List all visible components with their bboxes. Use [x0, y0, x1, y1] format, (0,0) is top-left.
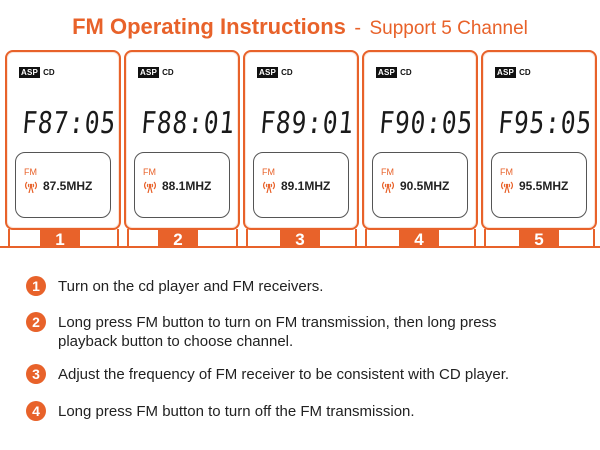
frequency-value: 88.1MHZ [162, 179, 212, 193]
timeline-tick [8, 229, 10, 247]
asp-badge: ASP [376, 67, 398, 78]
channel-number-tab: 3 [280, 229, 320, 249]
cd-badge: CD [43, 68, 55, 77]
lcd-display: F90:05 [377, 106, 475, 141]
frequency-value: 89.1MHZ [281, 179, 331, 193]
display-panel: ASP CD F95:05 FM 95.5MHZ [481, 50, 597, 230]
antenna-icon [263, 181, 275, 193]
display-panels: ASP CD F87:05 FM 87.5MHZ ASP CD F88:01 F… [0, 50, 600, 250]
asp-badge: ASP [257, 67, 279, 78]
fm-label: FM [500, 167, 513, 177]
frequency-value: 87.5MHZ [43, 179, 93, 193]
asp-cd-badge: ASP CD [495, 67, 531, 78]
title-separator: - [354, 17, 361, 39]
fm-receiver-box: FM 87.5MHZ [15, 152, 111, 218]
channel-number-tab: 2 [158, 229, 198, 249]
step-number-circle: 3 [26, 364, 46, 384]
timeline-tick [474, 229, 476, 247]
frequency-value: 90.5MHZ [400, 179, 450, 193]
antenna-icon [25, 181, 37, 193]
page-title: FM Operating Instructions - Support 5 Ch… [0, 12, 600, 45]
asp-cd-badge: ASP CD [138, 67, 174, 78]
display-panel: ASP CD F87:05 FM 87.5MHZ [5, 50, 121, 230]
channel-number-tab: 5 [519, 229, 559, 249]
fm-receiver-box: FM 88.1MHZ [134, 152, 230, 218]
fm-label: FM [381, 167, 394, 177]
channel-number-tab: 1 [40, 229, 80, 249]
cd-badge: CD [281, 68, 293, 77]
timeline-tick [593, 229, 595, 247]
asp-cd-badge: ASP CD [376, 67, 412, 78]
display-panel: ASP CD F88:01 FM 88.1MHZ [124, 50, 240, 230]
step-text: Long press FM button to turn off the FM … [58, 403, 415, 420]
title-subtitle: Support 5 Channel [369, 18, 528, 39]
fm-label: FM [143, 167, 156, 177]
title-main: FM Operating Instructions [72, 14, 346, 39]
fm-receiver-box: FM 90.5MHZ [372, 152, 468, 218]
timeline-tick [365, 229, 367, 247]
fm-label: FM [24, 167, 37, 177]
cd-badge: CD [162, 68, 174, 77]
asp-cd-badge: ASP CD [257, 67, 293, 78]
step-number-circle: 4 [26, 401, 46, 421]
lcd-display: F95:05 [496, 106, 594, 141]
display-panel: ASP CD F90:05 FM 90.5MHZ [362, 50, 478, 230]
fm-receiver-box: FM 95.5MHZ [491, 152, 587, 218]
step-text: Long press FM button to turn on FM trans… [58, 314, 497, 350]
channel-number-tab: 4 [399, 229, 439, 249]
lcd-display: F87:05 [20, 106, 118, 141]
cd-badge: CD [400, 68, 412, 77]
asp-badge: ASP [19, 67, 41, 78]
timeline-tick [484, 229, 486, 247]
asp-badge: ASP [495, 67, 517, 78]
antenna-icon [501, 181, 513, 193]
antenna-icon [144, 181, 156, 193]
asp-badge: ASP [138, 67, 160, 78]
step-text: Turn on the cd player and FM receivers. [58, 278, 324, 295]
timeline-tick [355, 229, 357, 247]
timeline-tick [117, 229, 119, 247]
cd-badge: CD [519, 68, 531, 77]
lcd-display: F89:01 [258, 106, 356, 141]
timeline-tick [236, 229, 238, 247]
display-panel: ASP CD F89:01 FM 89.1MHZ [243, 50, 359, 230]
step-number-circle: 1 [26, 276, 46, 296]
frequency-value: 95.5MHZ [519, 179, 569, 193]
asp-cd-badge: ASP CD [19, 67, 55, 78]
step-number-circle: 2 [26, 312, 46, 332]
fm-receiver-box: FM 89.1MHZ [253, 152, 349, 218]
step-text: Adjust the frequency of FM receiver to b… [58, 366, 510, 383]
timeline-tick [246, 229, 248, 247]
antenna-icon [382, 181, 394, 193]
fm-label: FM [262, 167, 275, 177]
timeline-tick [127, 229, 129, 247]
lcd-display: F88:01 [139, 106, 237, 141]
